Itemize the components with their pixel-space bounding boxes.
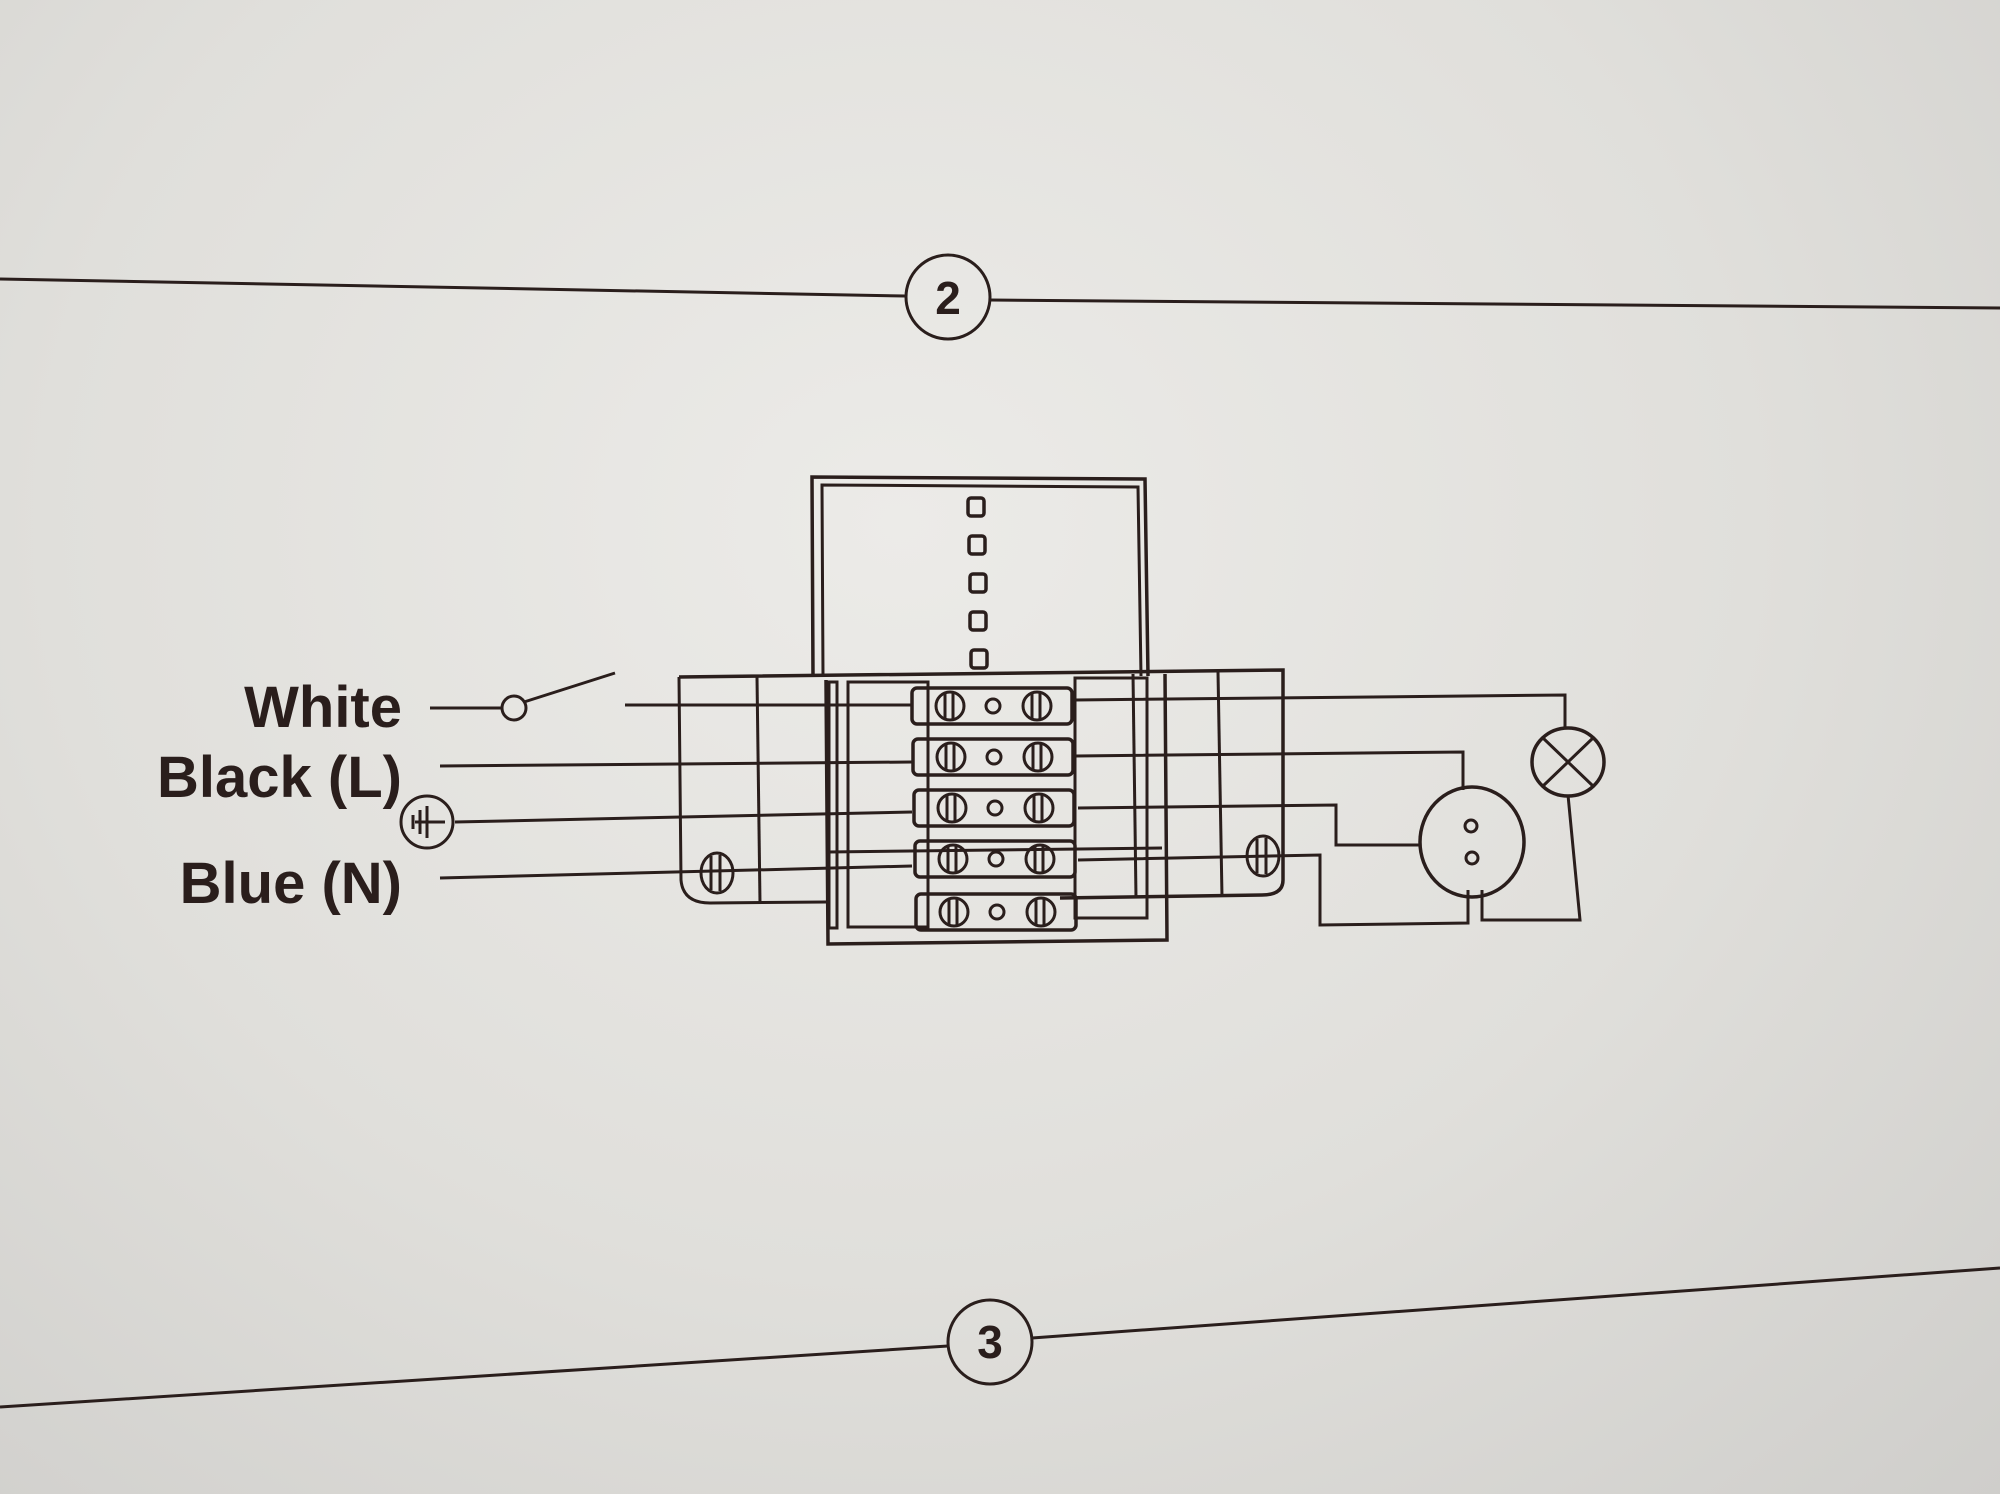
wire-ground [454, 810, 913, 824]
label-blue-n: Blue (N) [180, 851, 402, 916]
label-white: White [244, 675, 402, 740]
wire-neutral-socket [1077, 853, 1470, 927]
terminal-row [913, 839, 1077, 879]
wire-neutral-lamp [1480, 794, 1582, 922]
socket-icon [1418, 785, 1526, 899]
wire-socket-earth [1077, 803, 1420, 847]
wire-lamp-live [1074, 693, 1567, 727]
terminal-row [914, 892, 1078, 932]
control-module [810, 475, 1150, 677]
indicator-leds [966, 496, 989, 670]
terminal-block-icon [910, 686, 1078, 932]
ground-icon [399, 794, 455, 850]
section-divider-3: 3 [0, 1266, 2000, 1409]
wire-socket-live [1075, 750, 1465, 790]
wire-blue [439, 864, 913, 880]
terminal-row [912, 788, 1076, 828]
step-number-2: 2 [935, 272, 961, 324]
step-number-circle [904, 253, 992, 341]
switch-icon [430, 671, 912, 722]
lamp-icon [1530, 726, 1606, 798]
step-number-circle [946, 1298, 1034, 1386]
terminal-row [911, 737, 1075, 777]
terminal-row [910, 686, 1074, 726]
wire-black [439, 760, 913, 768]
step-number-3: 3 [977, 1316, 1003, 1368]
section-divider-2: 2 [0, 253, 2000, 341]
label-black-l: Black (L) [157, 745, 402, 810]
mounting-screw-left [699, 851, 735, 895]
